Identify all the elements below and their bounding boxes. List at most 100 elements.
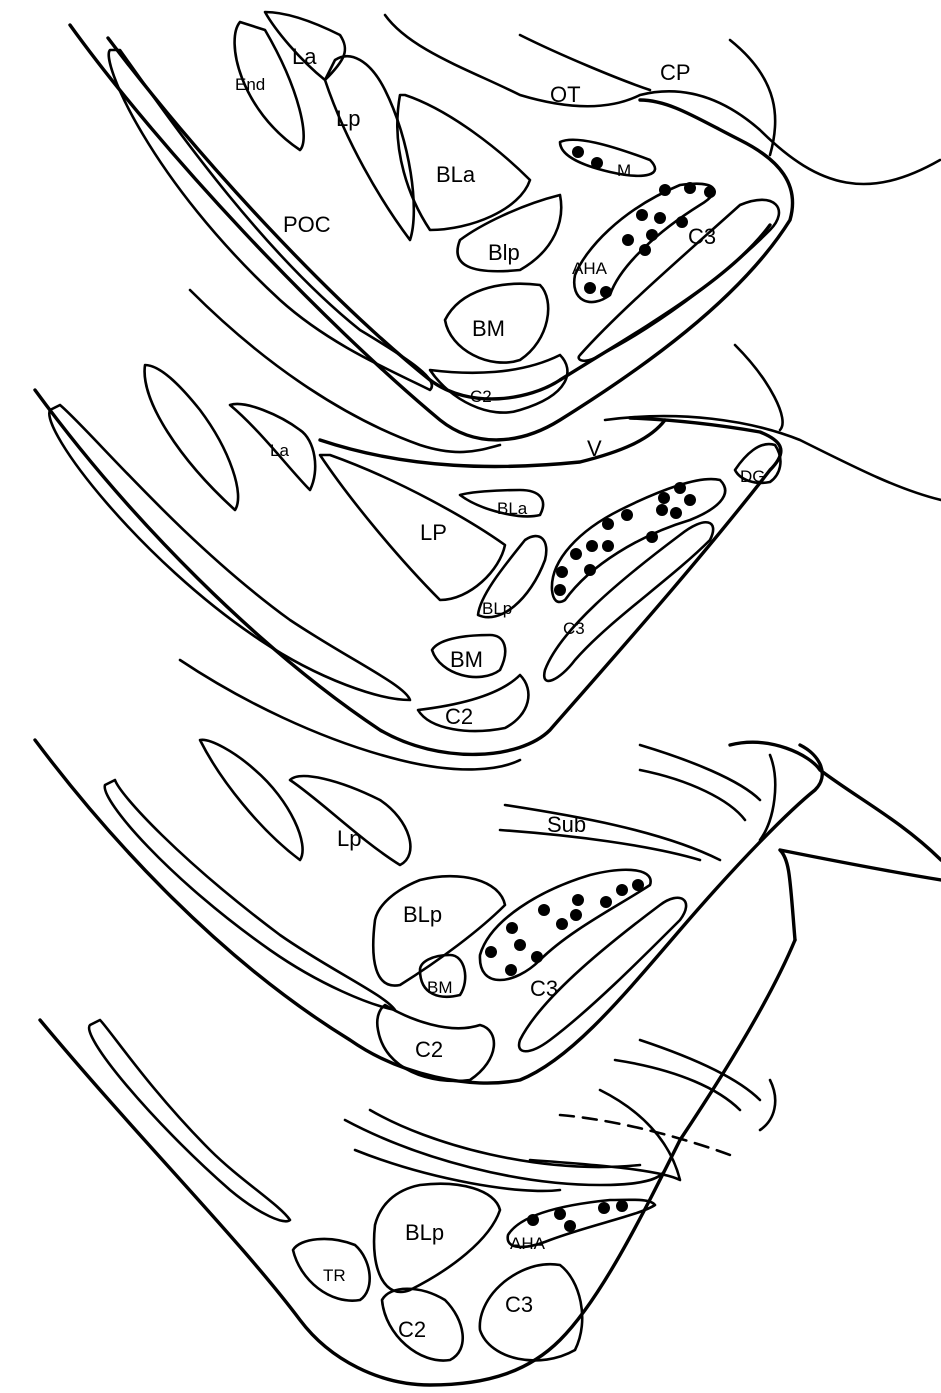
section-3: Lp Sub BLp BM C3 C2 (35, 740, 941, 1083)
cell-dot (704, 186, 716, 198)
cell-dot (572, 146, 584, 158)
section-3-fold-3 (640, 745, 760, 800)
cell-dot (600, 896, 612, 908)
section-3-fold-2 (500, 830, 700, 860)
section-4-fold-2 (370, 1110, 640, 1167)
region-c3-s3 (519, 898, 686, 1051)
label-dg: DG (740, 467, 766, 486)
cell-dot (598, 1202, 610, 1214)
label-lp: Lp (337, 826, 361, 851)
section-2-right-arc (735, 345, 783, 430)
cell-dot (636, 209, 648, 221)
cell-dot (564, 1220, 576, 1232)
cell-dot (602, 518, 614, 530)
label-blp: BLp (405, 1220, 444, 1245)
cell-dot (556, 566, 568, 578)
label-c2: C2 (470, 387, 492, 406)
cell-dot (654, 212, 666, 224)
section-1-cp-line (520, 35, 650, 90)
cell-dot (506, 922, 518, 934)
region-lp-s2 (320, 455, 505, 600)
section-2: La LP BLa BLp BM C2 V DG C3 (35, 345, 941, 769)
cell-dot (570, 548, 582, 560)
cell-dot (514, 939, 526, 951)
label-bm: BM (450, 647, 483, 672)
cell-dot (621, 509, 633, 521)
label-bm: BM (427, 978, 453, 997)
section-2-v-fold (320, 420, 665, 467)
cell-dot (684, 494, 696, 506)
cell-dot (531, 951, 543, 963)
cell-dot (584, 282, 596, 294)
label-m: M (617, 161, 631, 180)
cell-dot (632, 879, 644, 891)
label-blp: BLp (403, 902, 442, 927)
cell-dot (572, 894, 584, 906)
cell-dot (538, 904, 550, 916)
cell-dot (556, 918, 568, 930)
section-1: End La Lp BLa POC Blp BM C2 OT CP M AHA … (70, 12, 940, 452)
section-3-dots (485, 879, 644, 976)
cell-dot (554, 1208, 566, 1220)
cell-dot (674, 482, 686, 494)
cell-dot (639, 244, 651, 256)
cell-dot (570, 909, 582, 921)
section-4-fold-4 (530, 1090, 680, 1180)
region-c2-s2 (418, 675, 528, 731)
cell-dot (646, 531, 658, 543)
label-c2: C2 (445, 704, 473, 729)
region-m (560, 140, 655, 176)
cell-dot (676, 216, 688, 228)
label-lp: Lp (336, 106, 360, 131)
cell-dot (646, 229, 658, 241)
label-sub: Sub (547, 812, 586, 837)
label-tr: TR (323, 1266, 346, 1285)
label-la: La (270, 441, 289, 460)
cell-dot (656, 504, 668, 516)
cell-dot (616, 1200, 628, 1212)
label-cp: CP (660, 60, 691, 85)
cell-dot (505, 964, 517, 976)
section-4-fold-6 (615, 1060, 740, 1110)
region-s2-topleft (145, 365, 239, 510)
region-aha-s2 (552, 479, 725, 602)
label-end: End (235, 75, 265, 94)
cell-dot (658, 492, 670, 504)
section-4: BLp AHA TR C2 C3 (40, 850, 941, 1385)
label-blp: BLp (482, 599, 512, 618)
section-4-fold-7 (760, 1080, 775, 1130)
label-c3: C3 (530, 976, 558, 1001)
section-1-top-fold (385, 15, 940, 184)
label-aha: AHA (572, 259, 608, 278)
cell-dot (670, 507, 682, 519)
label-v: V (587, 436, 602, 461)
label-bm: BM (472, 316, 505, 341)
cell-dot (527, 1214, 539, 1226)
section-3-outer-band (105, 780, 395, 1010)
region-lp (325, 56, 414, 240)
cell-dot (554, 584, 566, 596)
label-c3: C3 (505, 1292, 533, 1317)
label-poc: POC (283, 212, 331, 237)
cell-dot (485, 946, 497, 958)
section-4-right-edge (780, 850, 941, 940)
cell-dot (684, 182, 696, 194)
label-ot: OT (550, 82, 581, 107)
cell-dot (586, 540, 598, 552)
label-bla: BLa (497, 499, 528, 518)
cell-dot (591, 157, 603, 169)
label-lp: LP (420, 520, 447, 545)
cell-dot (602, 540, 614, 552)
cell-dot (659, 184, 671, 196)
section-1-outline (70, 25, 793, 440)
label-blp: Blp (488, 240, 520, 265)
cell-dot (600, 286, 612, 298)
cell-dot (584, 564, 596, 576)
section-4-fold-1 (345, 1120, 665, 1185)
label-aha: AHA (510, 1234, 546, 1253)
label-bla: BLa (436, 162, 476, 187)
label-c3: C3 (563, 619, 585, 638)
region-blp-s3 (373, 876, 505, 985)
cell-dot (622, 234, 634, 246)
